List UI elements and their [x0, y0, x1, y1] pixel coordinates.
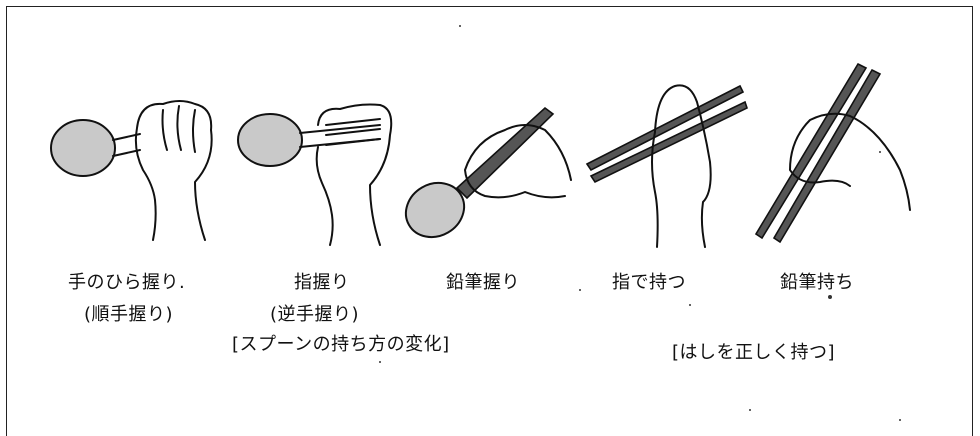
fist: [315, 103, 393, 246]
label-finger-grip-sub: (逆手握り): [270, 304, 360, 325]
label-finger-hold: 指で持つ: [612, 272, 686, 293]
chopstick-lower: [589, 100, 748, 184]
pencil-hold-illustration: [754, 62, 911, 244]
hand: [464, 124, 572, 199]
chopstick-upper: [754, 62, 868, 240]
caption-spoon: [スプーンの持ち方の変化]: [232, 334, 450, 355]
chopstick-upper: [585, 84, 745, 172]
spoon-handle: [455, 106, 555, 200]
label-palm-grip: 手のひら握り.: [68, 272, 186, 293]
figure-frame: [6, 6, 973, 436]
spoon-bowl: [237, 113, 303, 167]
fist: [134, 100, 213, 241]
finger-grip-illustration: [237, 103, 393, 246]
pencil-grip-illustration: [404, 106, 572, 239]
label-palm-grip-sub: (順手握り): [84, 304, 174, 325]
spoon-bowl: [404, 181, 466, 239]
label-pencil-grip: 鉛筆握り: [446, 272, 520, 293]
palm-grip-illustration: [50, 100, 213, 241]
spoon-bowl: [50, 119, 116, 177]
hand: [789, 112, 911, 211]
caption-chopsticks: [はしを正しく持つ]: [672, 342, 836, 363]
label-pencil-hold: 鉛筆持ち: [780, 272, 854, 293]
fist: [651, 84, 712, 248]
finger-hold-illustration: [585, 84, 748, 248]
label-finger-grip: 指握り: [294, 272, 350, 293]
